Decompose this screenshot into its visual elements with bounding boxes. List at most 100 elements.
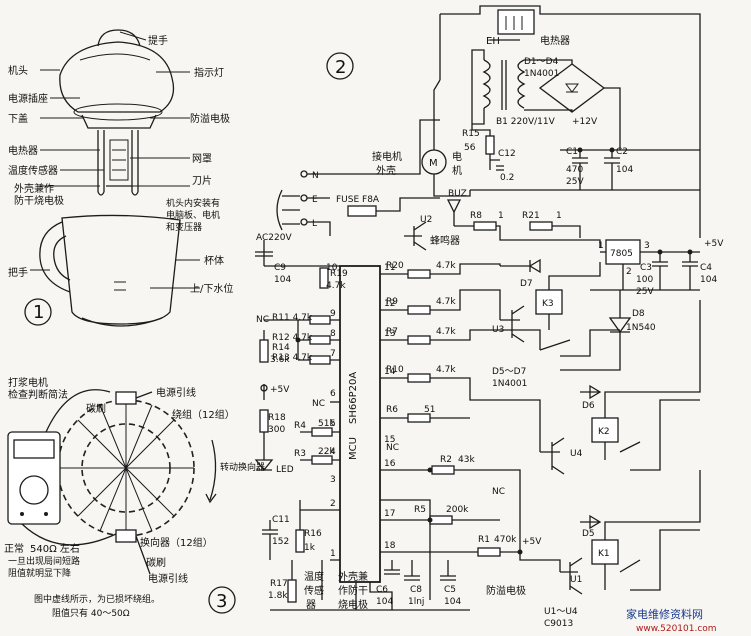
label-reg-1: 1 — [598, 241, 604, 251]
label-mcu-2: SH66P20A — [348, 372, 359, 424]
label-r19-val: 4.7k — [326, 281, 346, 291]
label-k1: K1 — [598, 549, 610, 559]
schematic-labels: 2 EH 电热器 D1～D4 1N4001 B1 220V/11V +12V C… — [256, 34, 724, 629]
pin-1: 1 — [330, 549, 336, 559]
label-housing-2: 作防干 — [338, 584, 368, 597]
label-l: L — [312, 219, 317, 229]
label-heater: 电热器 — [8, 144, 38, 157]
schematic-wiring — [254, 5, 701, 611]
mcu-chip — [339, 265, 381, 583]
label-r16: R16 — [304, 529, 322, 539]
label-r16-val: 1k — [304, 543, 316, 553]
label-motor-4: 机 — [452, 164, 462, 177]
pin-2: 2 — [330, 499, 336, 509]
label-d1d4: D1～D4 — [524, 57, 559, 67]
label-r15-val: 56 — [464, 143, 476, 153]
pin-8: 8 — [330, 329, 336, 339]
mcu-label-group: MCU SH66P20A — [348, 372, 359, 460]
label-lead-top: 电源引线 — [156, 386, 196, 399]
label-overflow: 防溢电极 — [486, 584, 526, 597]
label-c3-v: 25V — [636, 287, 654, 297]
label-r4: R4 — [294, 421, 306, 431]
label-brush-top: 碳刷 — [86, 402, 106, 415]
label-d7: D7 — [520, 279, 533, 289]
label-d8: D8 — [632, 309, 645, 319]
watermark-line2: www.520101.com — [636, 624, 717, 634]
label-nc-right: NC — [386, 443, 399, 453]
label-c3-val: 100 — [636, 275, 653, 285]
label-r12: R12 4.7k — [272, 333, 313, 343]
label-nc-r5: NC — [492, 487, 505, 497]
label-rotation: 转动换向器 — [220, 461, 265, 473]
label-r20-val: 4.7k — [436, 261, 456, 271]
label-c5-val: 104 — [444, 597, 461, 607]
label-c5: C5 — [444, 585, 456, 595]
figure-1-number: 1 — [33, 302, 44, 323]
figure-1-drawing — [24, 29, 200, 327]
label-r2: R2 — [440, 455, 452, 465]
label-inside-2: 电脑板、电机 — [166, 209, 220, 221]
label-b1: B1 220V/11V — [496, 117, 556, 127]
label-nc-mid: NC — [312, 399, 325, 409]
label-r19: R19 — [330, 269, 348, 279]
label-ac: AC220V — [256, 233, 292, 243]
label-r1: R1 — [478, 535, 490, 545]
label-commutator: 换向器（12组） — [140, 536, 213, 549]
label-plus5v: +5V — [704, 239, 724, 249]
label-r15: R15 — [462, 129, 480, 139]
label-temp-sensor: 温度传感器 — [8, 164, 58, 177]
label-indicator: 指示灯 — [194, 66, 224, 79]
label-heater-top: 电热器 — [540, 34, 570, 47]
pin-10: 10 — [326, 263, 338, 273]
pin-3: 3 — [330, 475, 336, 485]
label-r8-val: 1 — [498, 211, 504, 221]
label-u3: U3 — [492, 325, 504, 335]
label-r14: R14 — [272, 343, 290, 353]
label-housing-1: 外壳兼作 — [14, 182, 54, 195]
label-c6-val: 104 — [376, 597, 393, 607]
label-d6: D6 — [582, 401, 595, 411]
label-r9: R9 — [386, 297, 398, 307]
label-u1u4: U1～U4 — [544, 607, 578, 617]
label-r10: R10 — [386, 365, 404, 375]
label-u1: U1 — [570, 575, 582, 585]
label-c3: C3 — [640, 263, 652, 273]
watermark-line1: 家电维修资料网 — [626, 607, 703, 621]
label-r3: R3 — [294, 449, 306, 459]
label-housing-3: 烧电极 — [338, 598, 368, 611]
label-m: M — [429, 158, 438, 169]
label-r20: R20 — [386, 261, 404, 271]
label-r17: R17 — [270, 579, 288, 589]
label-plus12: +12V — [572, 117, 598, 127]
pin-16: 16 — [384, 459, 396, 469]
label-note-1: 图中虚线所示，为已损坏绕组。 — [34, 593, 160, 605]
label-water-level: 上/下水位 — [190, 282, 233, 295]
label-u4: U4 — [570, 449, 583, 459]
label-c4: C4 — [700, 263, 712, 273]
label-k3: K3 — [542, 299, 554, 309]
label-nc-left: NC — [256, 315, 269, 325]
label-r18-val: 300 — [268, 425, 285, 435]
label-d1d4-part: 1N4001 — [524, 69, 559, 79]
label-handle-top: 提手 — [148, 34, 168, 47]
label-temp-3: 器 — [306, 599, 316, 611]
label-d5d7: D5～D7 — [492, 367, 526, 377]
label-c2-val: 104 — [616, 165, 633, 175]
label-r5: R5 — [414, 505, 426, 515]
figure-3-drawing — [7, 389, 236, 614]
label-u2: U2 — [420, 215, 432, 225]
label-r7-val: 4.7k — [436, 327, 456, 337]
label-7805: 7805 — [610, 249, 633, 259]
pin-12: 12 — [384, 299, 395, 309]
label-c1: C1 — [566, 147, 578, 157]
label-r13: R13 4.7k — [272, 353, 313, 363]
label-lead-bottom: 电源引线 — [148, 572, 188, 585]
label-r6-val: 51 — [424, 405, 435, 415]
label-c12: C12 — [498, 149, 516, 159]
pin-5: 5 — [330, 419, 336, 429]
label-normal-3: 一旦出现局间短路 — [8, 555, 80, 567]
label-d5: D5 — [582, 529, 595, 539]
label-housing-1: 外壳兼 — [338, 570, 368, 583]
label-r9-val: 4.7k — [436, 297, 456, 307]
